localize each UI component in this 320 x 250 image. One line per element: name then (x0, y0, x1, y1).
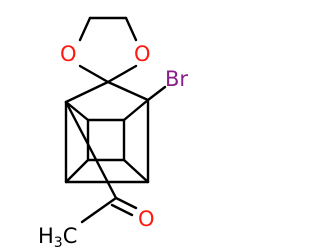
bond-carbonyl-methyl (80, 196, 118, 224)
bond-diag-tl (64, 100, 90, 122)
bond-diag-bl (64, 158, 90, 184)
carbonyl-oxygen-label: O (138, 207, 155, 231)
bond-cbr-br (146, 85, 167, 102)
bond-spiro-cage-left (64, 80, 110, 104)
methyl-subscript: 3 (54, 235, 63, 250)
bond-o-left-spiro (78, 64, 110, 84)
dioxolane-ring (78, 16, 138, 84)
bond-o-right-spiro (106, 64, 138, 84)
bond-ch2-o-right (124, 16, 138, 42)
chemical-structure: O O Br O H3C (38, 16, 188, 250)
oxygen-right-label: O (134, 42, 151, 66)
bond-spiro-cbr (106, 80, 150, 102)
bond-ch2-o-left (78, 16, 92, 42)
bond-diag-br (122, 158, 150, 184)
bond-carbonyl-double-1 (114, 196, 138, 210)
methyl-hydrogen: H (38, 224, 54, 248)
bond-carbonyl-double-2 (110, 203, 134, 217)
methyl-carbon: C (63, 224, 78, 248)
oxygen-left-label: O (60, 42, 77, 66)
bond-diag-tr (122, 98, 150, 122)
acetyl-group (80, 196, 138, 224)
bond-cage-acetyl (64, 100, 118, 200)
methyl-label: H3C (38, 224, 77, 250)
bromine-label: Br (165, 67, 188, 91)
cage-framework (64, 80, 167, 200)
